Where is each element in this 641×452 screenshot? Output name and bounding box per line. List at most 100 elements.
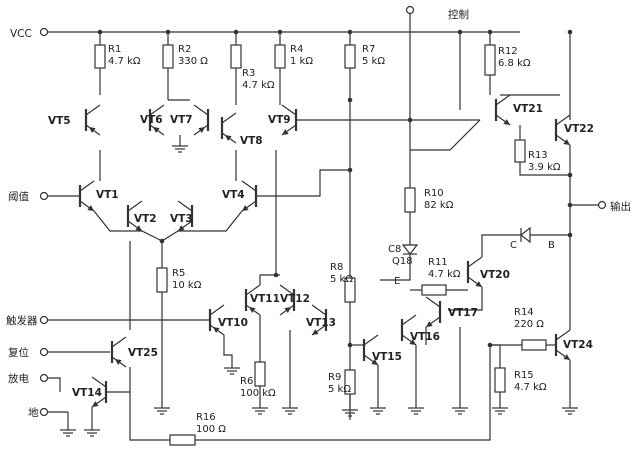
transistor-label: VT15 bbox=[372, 351, 402, 363]
transistor-vt15: VT15 bbox=[362, 334, 402, 366]
resistor-value: 4.7 kΩ bbox=[428, 269, 461, 280]
control-link bbox=[410, 119, 481, 151]
resistor-id: R4 bbox=[290, 44, 303, 55]
transistor-label: VT5 bbox=[48, 115, 71, 127]
transistor-vt1: VT1 bbox=[78, 180, 119, 212]
transistor-vt22: VT22 bbox=[554, 114, 594, 146]
resistor-body bbox=[421, 284, 447, 296]
junction-dot bbox=[165, 29, 171, 35]
resistor-value: 6.8 kΩ bbox=[498, 58, 531, 69]
junction-dot bbox=[97, 29, 103, 35]
transistor-vt9: VT9 bbox=[268, 104, 298, 136]
transistor-vt5: VT5 bbox=[48, 104, 101, 136]
wire bbox=[93, 210, 163, 242]
ground-icon bbox=[452, 407, 468, 415]
reset-label: 复位 bbox=[8, 346, 29, 359]
ground-icon bbox=[408, 407, 424, 415]
ground-icon bbox=[224, 367, 240, 375]
wire bbox=[490, 344, 501, 368]
resistor-body bbox=[514, 139, 526, 163]
transistor-vt3: VT3 bbox=[170, 200, 194, 232]
ground-terminal bbox=[39, 407, 49, 417]
wire bbox=[259, 274, 280, 285]
resistor-body bbox=[521, 339, 547, 351]
resistor-r9: R95 kΩ bbox=[328, 369, 356, 395]
ground-icon bbox=[60, 429, 76, 437]
resistor-value: 5 kΩ bbox=[362, 56, 385, 67]
resistor-body bbox=[156, 267, 168, 293]
wire bbox=[256, 169, 350, 197]
transistor-vt21: VT21 bbox=[494, 94, 543, 126]
ground-icon bbox=[562, 407, 578, 415]
transistor-vt16: VT16 bbox=[400, 314, 440, 346]
junction-dot bbox=[273, 272, 279, 278]
junction-dot bbox=[347, 97, 353, 103]
resistor-r8: R85 kΩ bbox=[330, 262, 356, 303]
transistor-label: VT20 bbox=[480, 269, 510, 281]
resistor-value: 330 Ω bbox=[178, 56, 208, 67]
resistor-body bbox=[94, 44, 106, 69]
resistor-value: 3.9 kΩ bbox=[528, 162, 561, 173]
transistor-vt4: VT4 bbox=[222, 180, 258, 212]
resistor-value: 100 Ω bbox=[196, 424, 226, 435]
control-terminal bbox=[405, 5, 415, 15]
trigger-label: 触发器 bbox=[6, 314, 38, 327]
transistor-label: VT11 bbox=[250, 293, 280, 305]
ground-icon bbox=[370, 407, 386, 415]
junction-dot bbox=[487, 342, 493, 348]
resistor-r4: R41 kΩ bbox=[274, 44, 313, 69]
resistor-value: 220 Ω bbox=[514, 319, 544, 330]
ground-icon bbox=[154, 407, 170, 415]
resistor-r3: R34.7 kΩ bbox=[230, 44, 275, 91]
resistor-id: R6 bbox=[240, 376, 253, 387]
output-label: 输出 bbox=[610, 200, 631, 213]
resistor-value: 82 kΩ bbox=[424, 200, 454, 211]
transistor-label: VT17 bbox=[448, 307, 478, 319]
wire bbox=[195, 345, 491, 441]
resistor-value: 5 kΩ bbox=[328, 384, 351, 395]
resistor-id: R8 bbox=[330, 262, 343, 273]
transistor-label: VT16 bbox=[410, 331, 440, 343]
transistor-label: VT24 bbox=[563, 339, 593, 351]
transistor-vt2: VT2 bbox=[126, 200, 157, 232]
resistor-value: 5 kΩ bbox=[330, 274, 353, 285]
ground-icon bbox=[84, 429, 100, 437]
reset-terminal bbox=[39, 347, 49, 357]
junction-dot bbox=[567, 29, 573, 35]
resistor-body bbox=[274, 44, 286, 69]
junction-dot bbox=[567, 232, 573, 238]
junction-dot bbox=[567, 172, 573, 178]
resistor-id: R12 bbox=[498, 46, 518, 57]
wire bbox=[448, 287, 483, 311]
resistor-r7: R75 kΩ bbox=[344, 44, 385, 69]
junction-dot bbox=[277, 29, 283, 35]
transistor-vt7: VT7 bbox=[170, 104, 210, 136]
transistor-label: VT25 bbox=[128, 347, 158, 359]
vcc-label: VCC bbox=[10, 28, 32, 40]
q18-c-label: C8 bbox=[388, 244, 401, 255]
resistor-id: R5 bbox=[172, 268, 185, 279]
junction-dot bbox=[347, 29, 353, 35]
transistor-label: VT1 bbox=[96, 189, 119, 201]
resistor-value: 4.7 kΩ bbox=[108, 56, 141, 67]
resistor-body bbox=[404, 187, 416, 213]
transistor-vt10: VT10 bbox=[208, 304, 248, 336]
ground-icon bbox=[342, 409, 358, 417]
junction-dot bbox=[487, 29, 493, 35]
resistor-value: 10 kΩ bbox=[172, 280, 202, 291]
resistor-id: R13 bbox=[528, 150, 548, 161]
junction-dot bbox=[407, 117, 413, 123]
transistor-vt6: VT6 bbox=[140, 104, 165, 136]
transistor-label: VT8 bbox=[240, 135, 263, 147]
ground-icon bbox=[492, 407, 508, 415]
ground-label: 地 bbox=[28, 406, 39, 419]
transistor-label: VT21 bbox=[513, 103, 543, 115]
ground-icon bbox=[172, 145, 188, 153]
transistor-vt17: VT17 bbox=[425, 296, 478, 328]
